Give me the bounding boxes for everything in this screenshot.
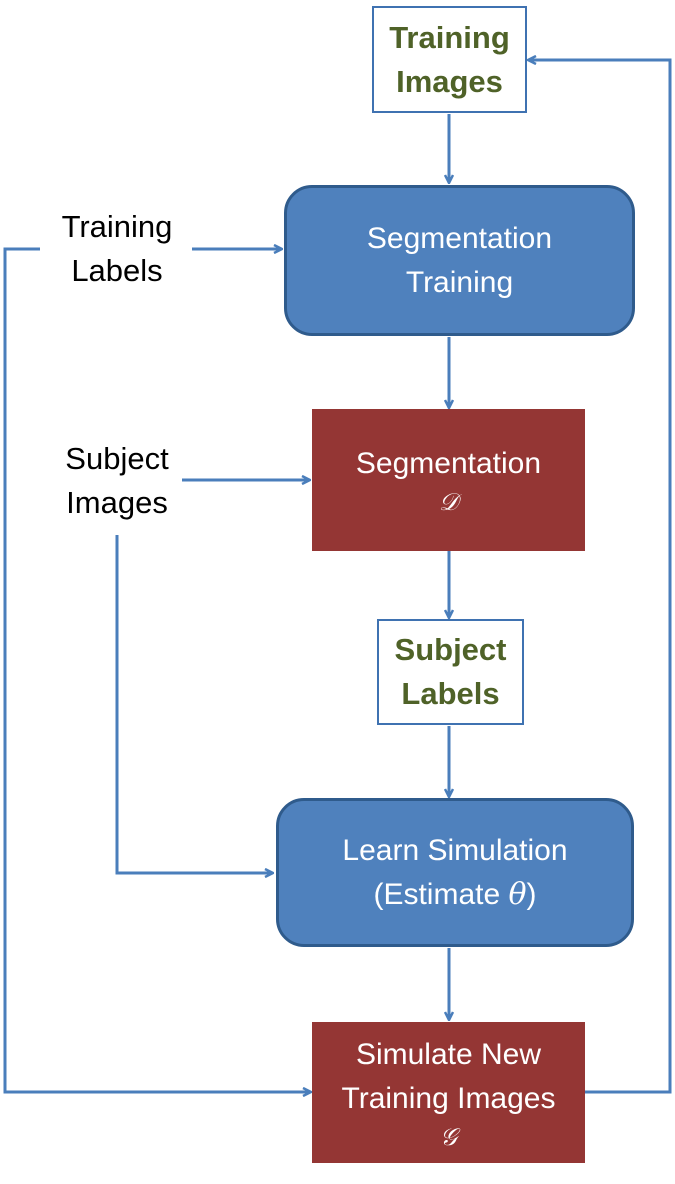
estimate-prefix: (Estimate <box>373 877 509 911</box>
learn-simulation-line1: Learn Simulation <box>342 833 568 867</box>
training-labels-text: Training Labels <box>42 204 192 294</box>
subject-images-line1: Subject <box>65 441 169 476</box>
training-images-line2: Images <box>396 63 503 99</box>
training-labels-line2: Labels <box>71 253 163 288</box>
simulate-line2: Training Images <box>341 1081 556 1115</box>
training-images-line1: Training <box>389 19 510 55</box>
learn-simulation-line2: (Estimate θ) <box>373 873 536 917</box>
simulate-line1: Simulate New <box>355 1037 542 1071</box>
subject-labels-line1: Subject <box>394 632 507 667</box>
theta-symbol: θ <box>508 876 527 912</box>
training-labels-line1: Training <box>61 209 173 244</box>
estimate-suffix: ) <box>526 877 537 911</box>
segmentation-training-line2: Training <box>405 265 514 299</box>
arrow-subject-images-to-learn-sim <box>115 535 273 873</box>
arrow-simulate-feedback-to-training-images <box>528 60 672 1094</box>
segmentation-training-line1: Segmentation <box>366 221 553 255</box>
subject-labels-box: Subject Labels <box>377 619 524 725</box>
subject-images-line2: Images <box>66 485 168 520</box>
subject-labels-line2: Labels <box>401 676 500 711</box>
simulate-symbol: 𝒢 <box>439 1122 458 1151</box>
segmentation-line1: Segmentation <box>355 447 542 480</box>
segmentation-box: Segmentation 𝒟 <box>312 409 585 551</box>
arrow-training-labels-to-simulate <box>3 247 311 1092</box>
segmentation-training-box: Segmentation Training <box>284 185 635 336</box>
subject-images-text: Subject Images <box>42 436 192 526</box>
simulate-box: Simulate New Training Images 𝒢 <box>312 1022 585 1163</box>
segmentation-symbol: 𝒟 <box>438 488 459 516</box>
learn-simulation-box: Learn Simulation (Estimate θ) <box>276 798 634 947</box>
training-images-box: Training Images <box>372 6 527 113</box>
